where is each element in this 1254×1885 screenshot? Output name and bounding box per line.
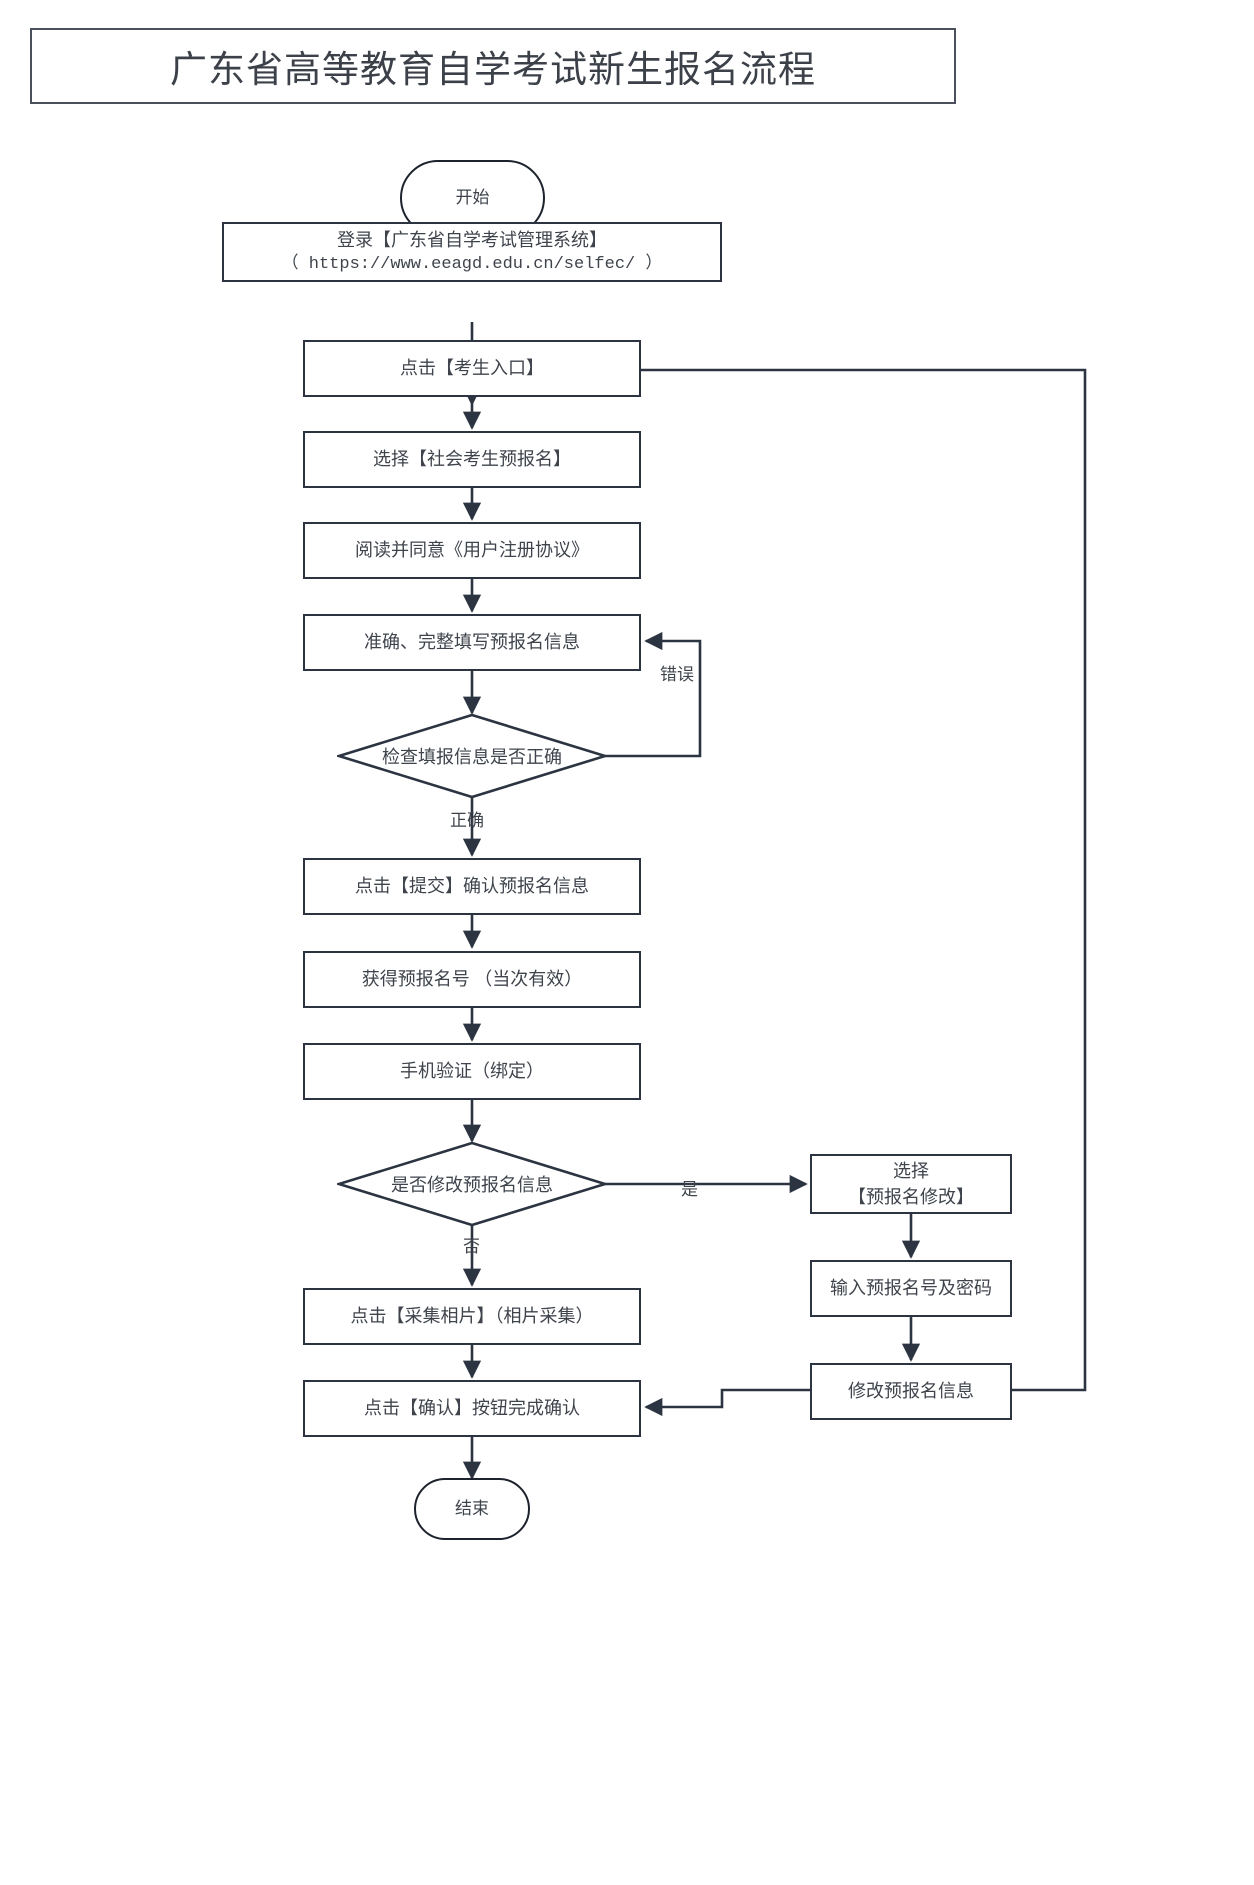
node-input-number-password: 输入预报名号及密码 [810,1260,1012,1317]
node-phone-verify-label: 手机验证（绑定） [400,1061,544,1082]
node-modify-decision: 是否修改预报名信息 [334,1141,610,1227]
node-modify-info-label: 修改预报名信息 [848,1381,974,1402]
node-submit-confirm: 点击【提交】确认预报名信息 [303,858,641,915]
node-login-label-line1: 登录【广东省自学考试管理系统】 [337,229,607,250]
node-select-pre-registration-label: 选择【社会考生预报名】 [373,449,571,470]
node-collect-photo-label: 点击【采集相片】（相片采集） [350,1306,594,1327]
node-phone-verify: 手机验证（绑定） [303,1043,641,1100]
edge-label-yes: 是 [681,1180,698,1199]
node-check-info-label: 检查填报信息是否正确 [382,747,562,767]
node-select-pre-registration: 选择【社会考生预报名】 [303,431,641,488]
page-title: 广东省高等教育自学考试新生报名流程 [170,50,816,91]
node-modify-info: 修改预报名信息 [810,1363,1012,1420]
node-end: 结束 [414,1478,530,1540]
node-start-label: 开始 [455,187,490,207]
node-end-label: 结束 [455,1498,489,1518]
node-confirm-button-label: 点击【确认】按钮完成确认 [364,1398,580,1419]
node-select-modify-label-line2: 【预报名修改】 [848,1187,974,1207]
edge-label-no: 否 [463,1237,480,1256]
node-click-entry: 点击【考生入口】 [303,340,641,397]
node-click-entry-label: 点击【考生入口】 [400,358,544,379]
node-input-number-password-label: 输入预报名号及密码 [830,1278,992,1299]
node-select-modify-label-line1: 选择 [893,1160,929,1181]
node-get-number: 获得预报名号 （当次有效） [303,951,641,1008]
node-fill-info-label: 准确、完整填写预报名信息 [364,632,580,653]
edge-label-correct: 正确 [450,811,484,830]
node-login-label-line2: （ https://www.eeagd.edu.cn/selfec/ ） [281,254,663,274]
node-confirm-button: 点击【确认】按钮完成确认 [303,1380,641,1437]
node-submit-confirm-label: 点击【提交】确认预报名信息 [355,876,589,897]
node-collect-photo: 点击【采集相片】（相片采集） [303,1288,641,1345]
node-check-info: 检查填报信息是否正确 [334,713,610,799]
node-modify-decision-label: 是否修改预报名信息 [391,1175,553,1195]
node-read-agreement-label: 阅读并同意《用户注册协议》 [355,540,589,561]
page-title-box: 广东省高等教育自学考试新生报名流程 [30,28,956,104]
node-select-modify: 选择 【预报名修改】 [810,1154,1012,1214]
node-get-number-label: 获得预报名号 （当次有效） [361,969,583,990]
edge-label-error: 错误 [660,665,694,684]
node-fill-info: 准确、完整填写预报名信息 [303,614,641,671]
node-read-agreement: 阅读并同意《用户注册协议》 [303,522,641,579]
node-login: 登录【广东省自学考试管理系统】 （ https://www.eeagd.edu.… [222,222,722,282]
